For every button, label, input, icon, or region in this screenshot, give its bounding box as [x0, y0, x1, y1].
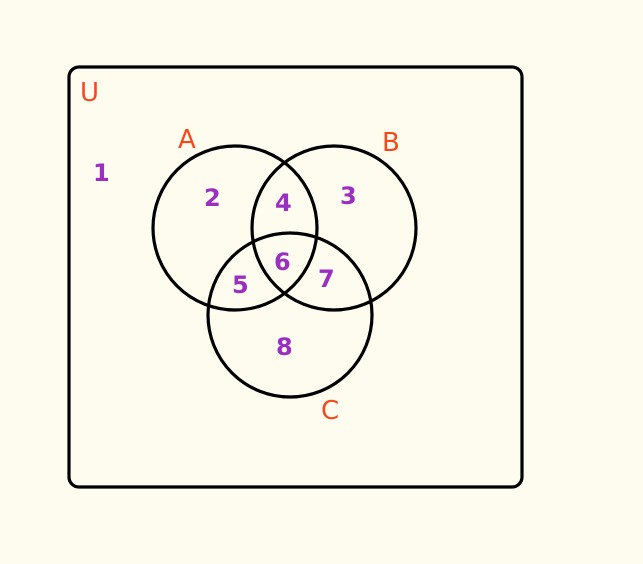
set-c-label: C — [321, 396, 339, 426]
set-a-label: A — [178, 125, 196, 155]
region-outside-label: 1 — [93, 159, 110, 187]
region-b-c-label: 7 — [318, 265, 335, 293]
region-c-only-label: 8 — [276, 333, 293, 361]
set-c-circle — [206, 231, 374, 399]
region-a-c-label: 5 — [232, 271, 249, 299]
universe-box — [67, 65, 524, 489]
region-b-only-label: 3 — [340, 182, 357, 210]
set-b-circle — [250, 144, 418, 312]
set-b-label: B — [382, 128, 400, 158]
region-a-only-label: 2 — [204, 184, 221, 212]
set-a-circle — [151, 144, 319, 312]
universe-label: U — [80, 78, 99, 108]
region-a-b-label: 4 — [275, 189, 292, 217]
region-a-b-c-label: 6 — [274, 248, 291, 276]
